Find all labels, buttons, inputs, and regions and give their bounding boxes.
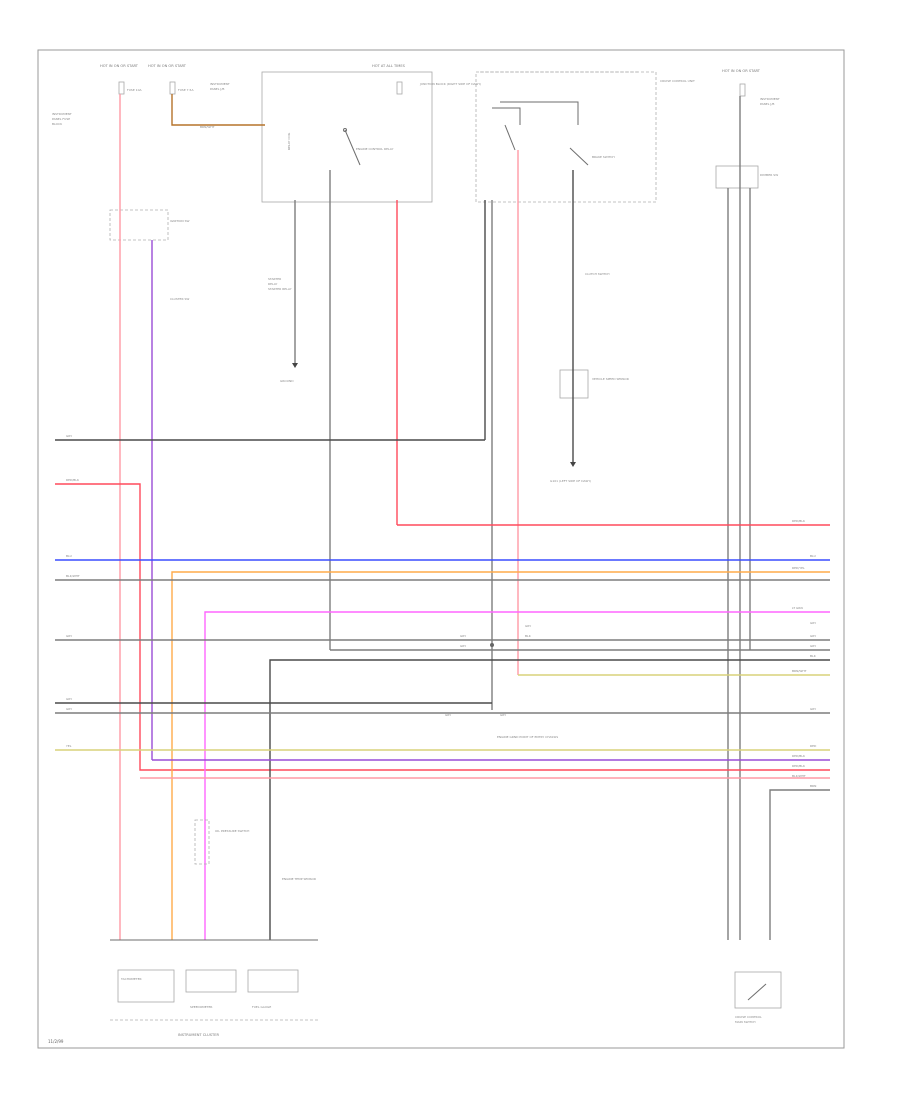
speedometer-label: SPEEDOMETER [190,1005,212,1009]
fuse-left-2: HOT IN ON OR START FUSE 7.5A [148,64,194,95]
fuse-left-1-label: HOT IN ON OR START [100,64,139,68]
svg-text:FUSE 7.5A: FUSE 7.5A [178,88,194,92]
relay-center-label: ENGINE CONTROL RELAY [356,147,394,151]
brake-switch-icon [569,147,589,166]
speed-sensor-box [559,369,589,399]
wire-label-right-13: BLK/WHT [792,774,806,778]
brake-switch-label: BRAKE SWITCH [592,155,615,159]
bottom-right-switch-icon [747,983,767,1001]
diagram-frame [37,49,845,1049]
fuse-right-icon [739,83,746,97]
wire-label-left-0: GRY [66,434,72,438]
relay-center-switch [344,129,361,166]
wire-label-right-0: RED/BLK [792,519,806,523]
bottom-right-switch-box [734,971,782,1009]
switch-box-right [475,71,657,203]
fuse-center-label: HOT AT ALL TIMES [372,64,406,68]
svg-text:BLOCK: BLOCK [52,122,63,126]
junction-block-box [261,71,433,203]
relay-right-box [715,165,759,189]
svg-text:INSTRUMENT: INSTRUMENT [52,112,72,116]
wire-label-center-0: GRY [460,634,466,638]
cruise-unit-label: CRUISE CONTROL UNIT [660,79,695,83]
speed-sensor-label: VEHICLE SPEED SENSOR [592,377,629,381]
fuse-left-1: HOT IN ON OR START FUSE 10A [100,64,142,95]
svg-text:INSTRUMENT: INSTRUMENT [760,97,780,101]
wire-label-right-4: GRY [810,621,816,625]
svg-text:RELAY: RELAY [268,282,278,286]
wire-brown-fuse [171,94,265,126]
wire-red-left-loop [55,483,830,771]
wire-label-right-7: BLK [810,654,817,658]
wire-label-right-8: BRN/WHT [792,669,807,673]
svg-text:PANEL J/B: PANEL J/B [760,102,774,106]
junction-block-label: JUNCTION BLOCK (RIGHT SIDE OF DASH) [419,82,481,86]
wire-label-center-5: GRY [500,713,506,717]
wire-label-right-1: BLU [810,554,816,558]
wire-label-right-6: GRY [810,644,816,648]
fuse-left-2-icon [169,81,176,95]
wire-label-left-7: YEL [66,744,72,748]
wire-label-right-10: RED [810,744,817,748]
wire-orange [171,571,830,940]
fuse-left-1-icon [118,81,125,95]
oil-pressure-box [194,819,210,865]
svg-text:RELAY COIL: RELAY COIL [287,132,291,150]
wire-dark-660 [269,659,830,940]
clutch-switch-icon [504,124,516,151]
svg-text:IGNITION SW: IGNITION SW [170,219,190,223]
ground-mid-label: GROUND [280,379,294,383]
wire-label-left-3: BLK/WHT [66,574,80,578]
svg-text:STARTER: STARTER [268,277,281,281]
page-ref: 11/2/99 [48,1039,64,1044]
engine-lamp-ref: ENGINE GRND POINT OF ENTRY CHASSIS [497,735,558,739]
wire-label-right-2: RED/YEL [792,566,805,570]
ground-center-icon [570,462,576,467]
wire-label-left-5: GRY [66,697,72,701]
ignition-switch-box [109,209,169,241]
wire-label-center-3: BLK [525,634,532,638]
clutch-switch-label: CLUTCH SWITCH [585,272,610,276]
wire-label-left-6: GRY [66,707,72,711]
wire-label-left-1: RED/BLK [66,478,80,482]
instrument-cluster-label: INSTRUMENT CLUSTER [178,1033,219,1037]
wire-label-right-5: GRY [810,634,816,638]
ground-center-label: G101 (LEFT SIDE OF DASH) [550,479,591,483]
cluster-switch-label: CLUSTER SW [170,297,189,301]
relay-right-label: DIMMER SW [760,173,778,177]
tachometer-label: TACHOMETER [120,977,142,981]
wire-label-left-4: GRY [66,634,72,638]
wire-label-right-3: LT GRN [792,606,803,610]
wire-label-left-2: BLU [66,554,72,558]
svg-text:FUSE 10A: FUSE 10A [127,88,142,92]
wire-label-right-11: RED/BLK [792,754,806,758]
svg-text:PANEL J/B: PANEL J/B [210,87,224,91]
svg-text:CRUISE CONTROL: CRUISE CONTROL [735,1015,762,1019]
fuel-gauge-box [247,969,299,993]
wire-label-center-4: GRY [445,713,451,717]
svg-text:MAIN SWITCH: MAIN SWITCH [735,1020,756,1024]
svg-text:BRN/WHT: BRN/WHT [200,125,215,129]
speedometer-box [185,969,237,993]
svg-text:INSTRUMENT: INSTRUMENT [210,82,230,86]
ground-mid-icon [292,363,298,368]
tachometer-box [117,969,175,1003]
wire-label-center-2: GRY [525,624,531,628]
wire-magenta [204,611,830,940]
engine-temp-label: ENGINE TEMP SENSOR [282,877,316,881]
wire-label-right-9: GRY [810,707,816,711]
fuse-left-2-label: HOT IN ON OR START [148,64,187,68]
wire-label-center-1: GRY [460,644,466,648]
starter-relay-label: STARTER RELAY [268,287,292,291]
splice-point [490,643,494,647]
fuel-gauge-label: FUEL GAUGE [252,1005,271,1009]
svg-text:PANEL FUSE: PANEL FUSE [52,117,70,121]
fuse-center-icon [396,81,403,95]
oil-pressure-label: OIL PRESSURE SWITCH [215,829,249,833]
wire-label-right-12: RED/BLK [792,764,806,768]
wire-gray-790 [769,789,830,940]
wire-label-right-14: BRN [810,784,816,788]
fuse-right-label: HOT IN ON OR START [722,69,761,73]
